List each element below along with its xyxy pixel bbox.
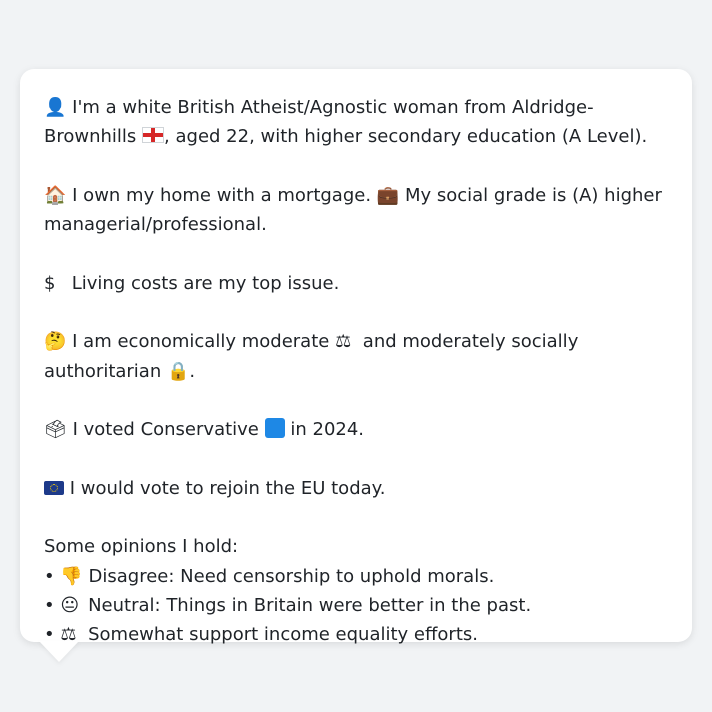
identity-text-cont: aged 22, with higher secondary education… <box>175 126 648 148</box>
social-grade-text: My social grade is (A) higher managerial… <box>44 184 662 236</box>
opinion-item: • 😐 Neutral: Things in Britain were bett… <box>44 591 668 620</box>
opinion-item: • 👎 Disagree: Need censorship to uphold … <box>44 562 668 591</box>
home-line: 🏠 I own my home with a mortgage. 💼 My so… <box>44 181 668 240</box>
issue-text: Living costs are my top issue. <box>71 272 340 294</box>
vote-line: 🗳 I voted Conservative in 2024. <box>44 415 668 444</box>
vote-text: I voted Conservative <box>72 419 259 441</box>
eu-line: I would vote to rejoin the EU today. <box>44 474 668 503</box>
bullet-marker: • <box>44 565 55 587</box>
ideology-line: 🤔 I am economically moderate ⚖ and moder… <box>44 327 668 386</box>
social-text: and moderately socially authoritarian <box>44 331 579 382</box>
house-icon: 🏠 <box>44 184 67 206</box>
eu-text: I would vote to rejoin the EU today. <box>69 477 386 499</box>
neutral-face-icon: 😐 <box>60 595 80 617</box>
blue-square-icon <box>264 418 285 439</box>
dollar-icon: $ <box>44 272 56 294</box>
opinions-heading: Some opinions I hold: <box>44 536 239 558</box>
bullet-marker: • <box>44 595 55 617</box>
eu-flag-icon <box>44 480 64 495</box>
persona-speech-bubble: 👤 I'm a white British Atheist/Agnostic w… <box>20 69 692 645</box>
ballot-box-icon: 🗳 <box>44 419 67 441</box>
opinion-item: • ⚖ Somewhat support income equality eff… <box>44 620 668 649</box>
home-text: I own my home with a mortgage. <box>72 184 372 206</box>
speech-bubble-tail <box>39 641 79 662</box>
identity-comma: , <box>164 126 170 148</box>
balance-scale-icon: ⚖ <box>60 624 77 646</box>
briefcase-icon: 💼 <box>376 184 400 206</box>
identity-line: 👤 I'm a white British Atheist/Agnostic w… <box>44 93 668 152</box>
identity-text: I'm a white British Atheist/Agnostic wom… <box>44 97 594 148</box>
ideology-period: . <box>189 360 196 382</box>
vote-year-text: in 2024. <box>290 419 365 441</box>
thumbs-down-icon: 👎 <box>60 565 83 587</box>
thinking-face-icon: 🤔 <box>44 331 67 353</box>
opinion-text: Somewhat support income equality efforts… <box>88 624 478 646</box>
economic-text: I am economically moderate <box>72 331 330 353</box>
issue-line: $ Living costs are my top issue. <box>44 269 668 298</box>
bullet-marker: • <box>44 624 55 646</box>
person-icon: 👤 <box>44 97 67 118</box>
england-flag-icon <box>142 127 165 144</box>
opinion-text: Disagree: Need censorship to uphold mora… <box>88 565 495 587</box>
lock-icon: 🔒 <box>166 360 190 382</box>
opinion-text: Neutral: Things in Britain were better i… <box>88 595 532 617</box>
balance-scale-icon: ⚖ <box>335 331 352 353</box>
